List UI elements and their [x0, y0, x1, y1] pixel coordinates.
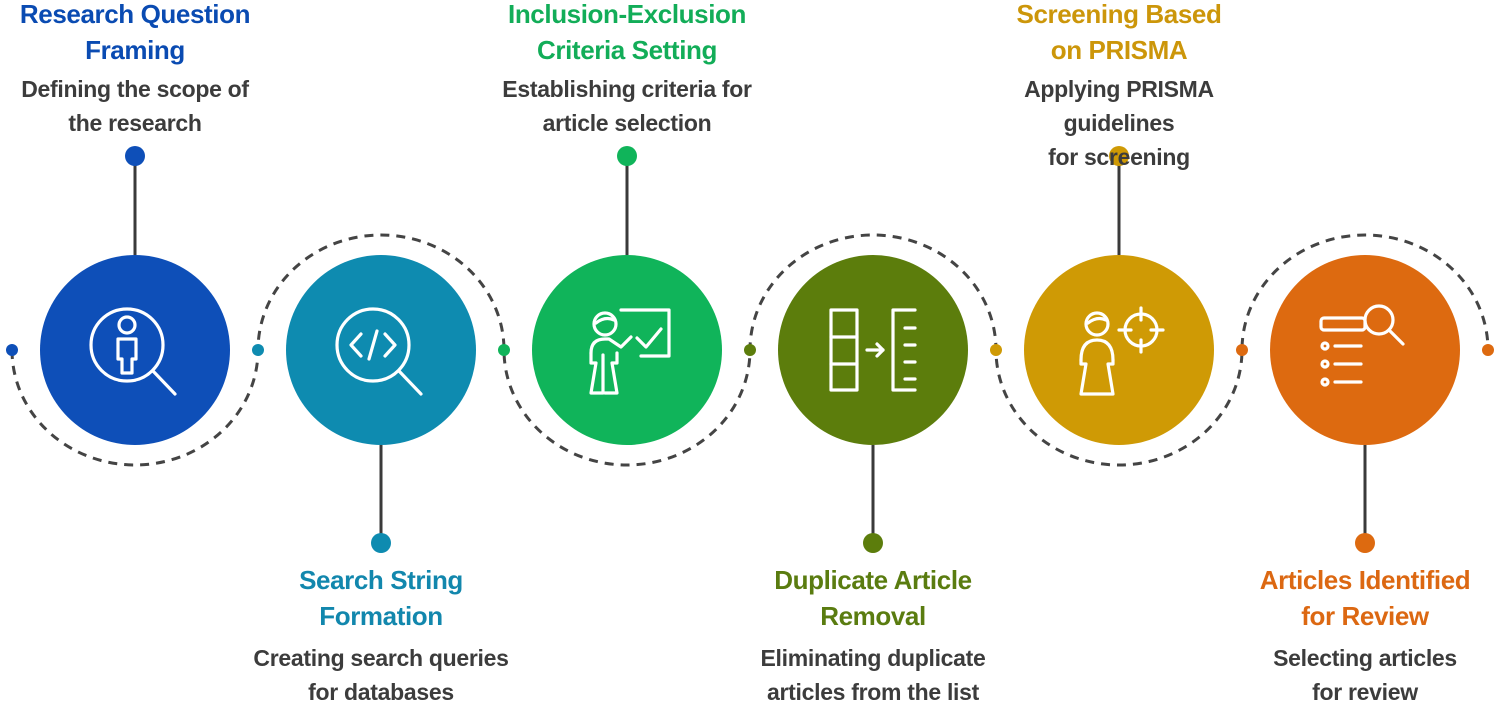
step-title-line: for Review: [1301, 601, 1429, 631]
step-circle: [532, 255, 722, 445]
connector-dot: [125, 146, 145, 166]
step-title-line: Search String: [299, 565, 463, 595]
junction-dot: [252, 344, 264, 356]
step-description-line: Selecting articles: [1273, 645, 1457, 671]
connector-dot: [1109, 146, 1129, 166]
step-description-line: articles from the list: [767, 679, 979, 705]
step-5: [1024, 146, 1214, 445]
step-description-line: Applying PRISMA guidelines: [1024, 76, 1214, 136]
connector-dot: [617, 146, 637, 166]
step-description-line: for review: [1312, 679, 1418, 705]
junction-dot: [1482, 344, 1494, 356]
step-2: [286, 255, 476, 553]
step-title: Screening Based on PRISMA: [969, 0, 1269, 68]
step-description-line: Defining the scope of: [21, 76, 249, 102]
step-4: [778, 255, 968, 553]
step-description-line: Eliminating duplicate: [760, 645, 986, 671]
junction-dot: [6, 344, 18, 356]
step-title-line: Criteria Setting: [537, 35, 717, 65]
junction-dot: [990, 344, 1002, 356]
step-circle: [286, 255, 476, 445]
step-title: Articles Identified for Review: [1215, 562, 1500, 634]
step-title-line: Duplicate Article: [774, 565, 972, 595]
step-description: Eliminating duplicate articles from the l…: [723, 641, 1023, 709]
step-description-line: Establishing criteria for: [502, 76, 752, 102]
step-description: Establishing criteria for article selecti…: [477, 72, 777, 140]
step-1: [40, 146, 230, 445]
step-description: Creating search queries for databases: [231, 641, 531, 709]
step-description-line: Creating search queries: [253, 645, 509, 671]
step-description-line: the research: [68, 110, 202, 136]
junction-dot: [744, 344, 756, 356]
step-title-line: Research Question: [19, 0, 251, 29]
step-title-line: Articles Identified: [1259, 565, 1471, 595]
step-6: [1270, 255, 1460, 553]
step-title-line: on PRISMA: [1050, 35, 1188, 65]
step-title-line: Screening Based: [1016, 0, 1222, 29]
step-description-line: for databases: [308, 679, 454, 705]
step-circle: [1024, 255, 1214, 445]
junction-dot: [1236, 344, 1248, 356]
connector-dot: [371, 533, 391, 553]
step-description: Defining the scope of the research: [0, 72, 285, 140]
step-title-line: Formation: [319, 601, 443, 631]
step-description-line: for screening: [1048, 144, 1190, 170]
step-title-line: Inclusion-Exclusion: [508, 0, 746, 29]
step-description-line: article selection: [542, 110, 712, 136]
step-description: Applying PRISMA guidelines for screening: [969, 72, 1269, 174]
connector-dot: [863, 533, 883, 553]
connector-dot: [1355, 533, 1375, 553]
step-3: [532, 146, 722, 445]
junction-dot: [498, 344, 510, 356]
step-title-line: Framing: [85, 35, 185, 65]
step-circle: [1270, 255, 1460, 445]
step-title-line: Removal: [820, 601, 926, 631]
step-description: Selecting articles for review: [1215, 641, 1500, 709]
